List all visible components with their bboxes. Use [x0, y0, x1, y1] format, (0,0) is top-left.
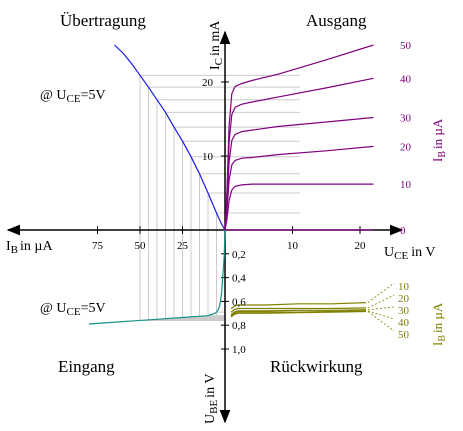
ube-tick-label: 0,6	[232, 296, 246, 308]
output-unit-sub: B	[437, 151, 448, 158]
curves	[88, 44, 395, 332]
ube-axis-unit: in V	[203, 374, 218, 398]
transfer-curve	[114, 44, 226, 231]
transfer-note-suffix: =5V	[81, 88, 106, 103]
ib-tick-label: 75	[92, 240, 104, 252]
ic-axis-sub: C	[213, 58, 225, 65]
feedback-series-label-40: 40	[398, 317, 410, 329]
transfer-note-sub: CE	[67, 93, 81, 105]
output-ib-unit-label: IBin µA	[430, 118, 448, 162]
feedback-unit-main: I	[430, 342, 445, 346]
output-curve-ib-10	[224, 183, 374, 231]
quadrant-title-output: Ausgang	[306, 11, 367, 30]
feedback-series-label-20: 20	[398, 293, 410, 305]
input-note-suffix: =5V	[81, 301, 106, 316]
feedback-curve-ib-50	[230, 310, 367, 318]
ube-tick-label: 0,4	[232, 273, 246, 285]
ic-axis-label: ICin mA	[208, 20, 225, 70]
ic-axis-main: I	[208, 65, 223, 70]
transfer-condition-note: @ UCE=5V	[40, 88, 106, 105]
feedback-unit-sub: B	[437, 335, 448, 342]
feedback-ib-unit-label: IBin µA	[430, 302, 448, 346]
feedback-leader-10	[367, 282, 395, 303]
output-unit-rest: in µA	[430, 118, 445, 149]
output-series-label-0: 0	[400, 225, 406, 237]
output-series-label-50: 50	[400, 40, 412, 52]
feedback-curve-ib-10	[230, 302, 367, 309]
ube-tick-label: 0,8	[232, 320, 246, 332]
ube-tick-label: 0,2	[232, 249, 246, 261]
ib-axis-sub: B	[11, 244, 18, 256]
feedback-unit-rest: in µA	[430, 302, 445, 333]
uce-tick-label: 20	[355, 240, 367, 252]
output-unit-main: I	[430, 158, 445, 162]
feedback-leader-50	[367, 311, 395, 332]
quadrant-title-input: Eingang	[58, 357, 115, 376]
transfer-note-prefix: @ U	[40, 88, 67, 103]
uce-axis-sub: CE	[394, 250, 408, 262]
feedback-curve-ib-30	[230, 309, 367, 315]
output-series-label-40: 40	[400, 73, 412, 85]
ib-tick-label: 25	[177, 240, 189, 252]
ic-tick-label: 10	[202, 151, 214, 163]
output-series-label-10: 10	[400, 179, 412, 191]
ube-axis-main: U	[203, 414, 218, 424]
ube-axis-sub: BE	[208, 400, 220, 414]
input-condition-note: @ UCE=5V	[40, 301, 106, 318]
input-curve	[88, 229, 226, 325]
feedback-leader-30	[367, 306, 395, 311]
output-series-label-20: 20	[400, 141, 412, 153]
uce-axis-unit: in V	[411, 245, 435, 260]
feedback-leader-20	[367, 294, 395, 309]
quadrant-title-transfer: Übertragung	[60, 11, 146, 30]
feedback-series-label-30: 30	[398, 305, 410, 317]
output-curve-ib-50	[224, 44, 374, 231]
ic-axis-unit: in mA	[208, 20, 223, 56]
ib-axis-unit: in µA	[20, 239, 53, 254]
uce-axis-main: U	[384, 245, 394, 260]
ube-tick-label: 1,0	[232, 344, 246, 356]
ib-axis-main: I	[6, 239, 11, 254]
output-curve-ib-40	[224, 77, 374, 231]
feedback-series-label-50: 50	[398, 329, 410, 341]
output-curve-ib-20	[224, 145, 374, 231]
ic-tick-label: 20	[202, 77, 214, 89]
output-series-label-30: 30	[400, 113, 412, 125]
quadrant-title-feedback: Rückwirkung	[270, 357, 363, 376]
ib-tick-label: 50	[135, 240, 147, 252]
ube-axis-label: UBE in V	[203, 374, 220, 424]
feedback-leader-40	[367, 310, 395, 320]
input-note-sub: CE	[67, 306, 81, 318]
feedback-curve-ib-20	[230, 307, 367, 313]
projection-lines	[139, 74, 300, 321]
feedback-series-label-10: 10	[398, 281, 410, 293]
input-note-prefix: @ U	[40, 301, 67, 316]
uce-tick-label: 10	[287, 240, 299, 252]
